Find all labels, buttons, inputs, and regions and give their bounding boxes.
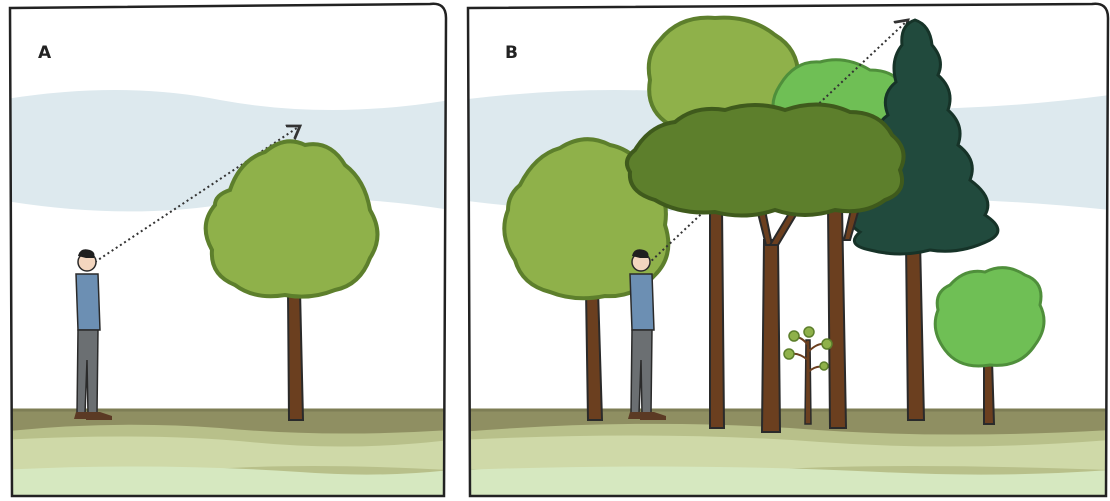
tree-trunk	[288, 290, 303, 420]
standing-person	[628, 249, 666, 420]
panel-label-b: B	[505, 43, 518, 63]
tree-trunks	[710, 205, 860, 432]
small-tree-right	[935, 268, 1044, 424]
standing-person	[74, 249, 112, 420]
panel-a-illustration: A	[0, 0, 450, 501]
deciduous-tree	[206, 141, 378, 420]
panel-label-a: A	[38, 43, 52, 63]
panel-a: A	[0, 0, 450, 501]
panel-b: B	[460, 0, 1110, 501]
panel-b-illustration: B	[460, 0, 1110, 501]
